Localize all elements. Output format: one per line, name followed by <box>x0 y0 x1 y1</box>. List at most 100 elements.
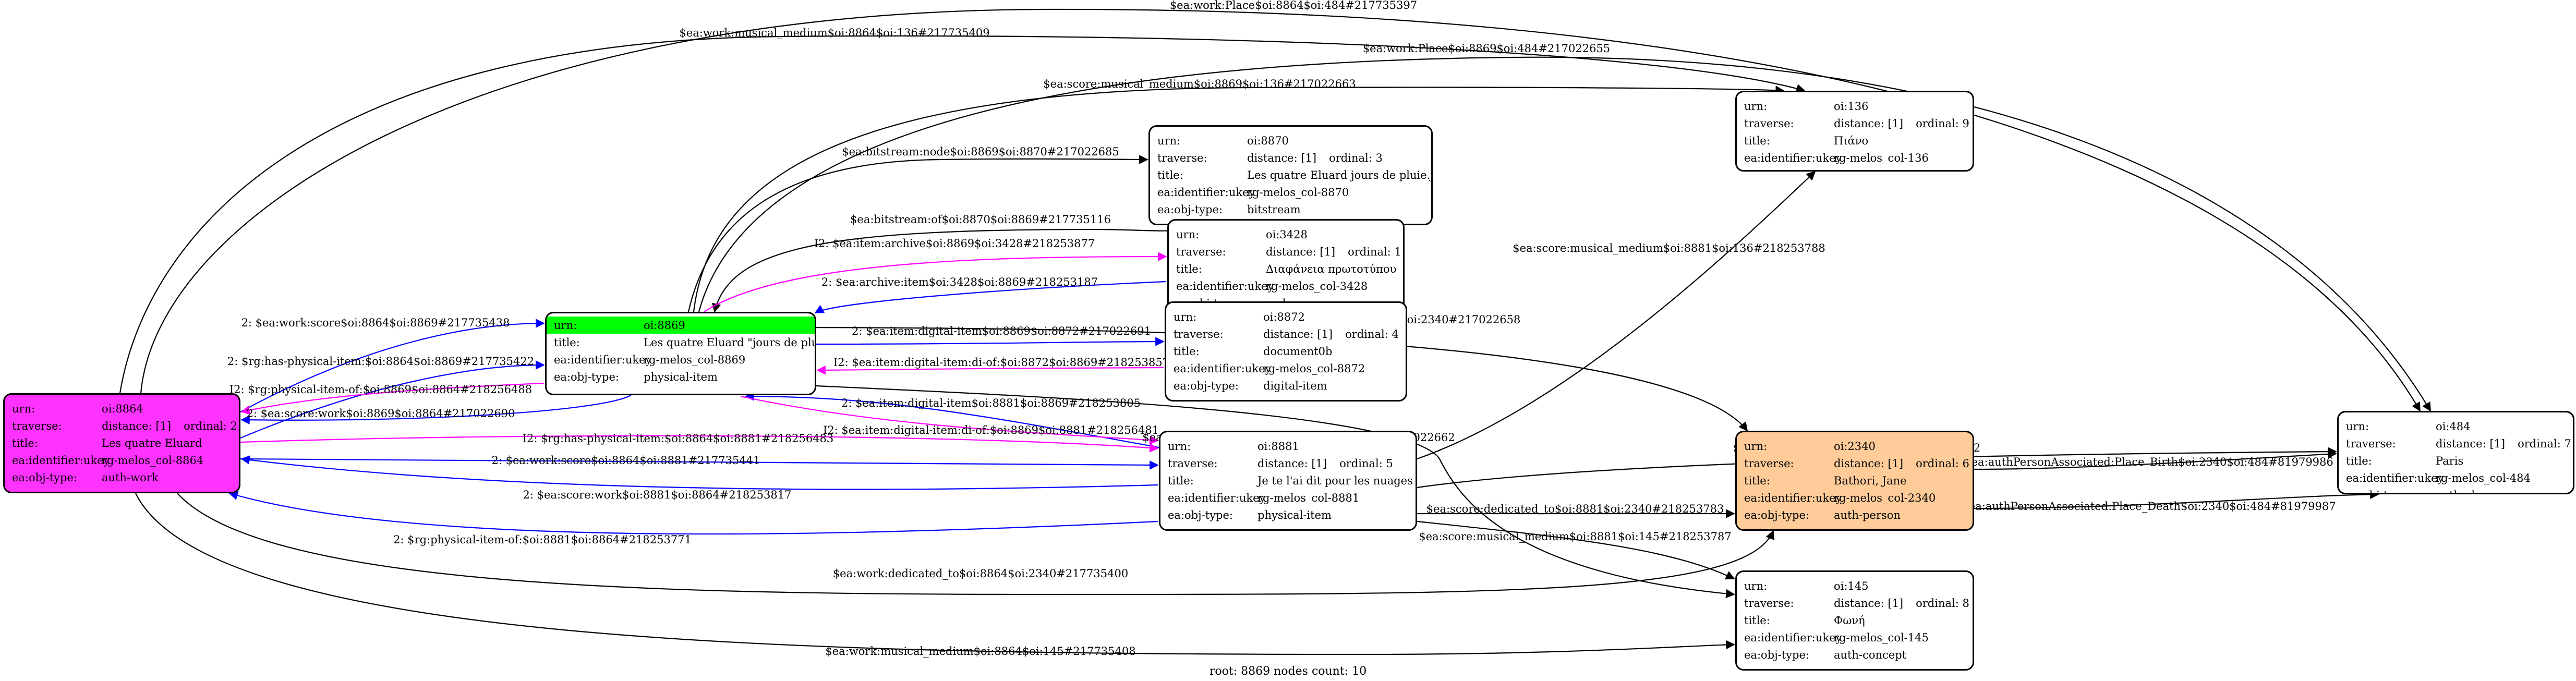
graph-node-8881[interactable]: urn: oi:8881 traverse:distance: [1]ordinal… <box>1159 431 1417 531</box>
node-ordinal: ordinal: 8 <box>1916 597 1969 610</box>
edge-label: I2: $ea:item:digital-item:di-of:$oi:8869… <box>823 424 1159 436</box>
edge-label: $ea:work:dedicated_to$oi:8864$oi:2340#21… <box>833 567 1128 580</box>
edge-label: I2: $ea:item:digital-item:di-of:$oi:8872… <box>833 356 1169 369</box>
node-field-row: traverse:distance: [1]ordinal: 6 <box>1744 455 1969 472</box>
node-field-key: title: <box>1744 134 1770 147</box>
edge-label: $ea:bitstream:node$oi:8869$oi:8870#21702… <box>842 145 1119 158</box>
node-field-value-text: oi:8864 <box>102 402 143 415</box>
node-field-value-text: auth-concept <box>1834 648 1907 661</box>
node-field-value-text: document0b <box>1263 345 1333 358</box>
node-field-row: title:Διαφάνεια πρωτοτύπου <box>1176 260 1396 277</box>
node-field-value-text: oi:8881 <box>1257 440 1299 453</box>
graph-edge <box>816 385 1735 599</box>
node-field-value-text: oi:3428 <box>1266 228 1308 241</box>
graph-node-8864[interactable]: urn: oi:8864 traverse:distance: [1]ordinal… <box>3 393 240 493</box>
graph-edge <box>712 225 1195 313</box>
node-ordinal: ordinal: 5 <box>1339 457 1393 470</box>
edge-label: $ea:work:musical_medium$oi:8864$oi:136#2… <box>679 27 989 39</box>
node-field-value: distance: [1] ordinal: 3 <box>1247 152 1424 164</box>
graph-edge <box>698 56 2431 412</box>
graph-edge <box>135 493 1735 655</box>
node-field-row: traverse:distance: [1]ordinal: 5 <box>1168 455 1408 472</box>
node-field-value-text: distance: [1] <box>1247 151 1317 164</box>
node-field-value: distance: [1]ordinal: 5 <box>1257 457 1408 470</box>
node-field-key: urn: <box>1168 440 1191 453</box>
node-field-row: title:Φωνή <box>1744 612 1965 629</box>
graph-edge <box>240 435 1159 453</box>
node-field-value: oi:8872 <box>1263 311 1398 323</box>
node-field-value-text: rg-melos_col-484 <box>2436 471 2531 484</box>
node-field-key: urn: <box>12 402 35 415</box>
node-field-value: document0b <box>1263 345 1398 358</box>
node-field-value: Διαφάνεια πρωτοτύπου <box>1266 263 1396 275</box>
node-field-row: traverse:distance: [1]ordinal: 1 <box>1176 243 1401 260</box>
node-field-value: Πιάνο <box>1834 135 1965 147</box>
node-field-value-text: Paris <box>2436 454 2464 467</box>
node-field-value-text: rg-melos_col-8872 <box>1263 362 1365 375</box>
node-field-value-text: oi:484 <box>2436 420 2471 433</box>
node-field-value: oi:8881 <box>1257 440 1408 453</box>
node-field-key: ea:obj-type: <box>1168 508 1233 521</box>
node-field-value-text: distance: [1] <box>102 419 172 432</box>
edge-label: $ea:work:musical_medium$oi:8864$oi:145#2… <box>825 645 1135 658</box>
node-field-value-text: rg-melos_col-8881 <box>1257 491 1360 504</box>
node-field-value: rg-melos_col-136 <box>1834 152 1965 164</box>
edge-label: $ea:authPersonAssociated:Place_Death$oi:… <box>1962 500 2336 513</box>
node-field-value-text: oi:136 <box>1834 100 1869 113</box>
node-field-key: ea:identifier:ukey <box>1168 491 1266 504</box>
node-field-value: rg-melos_col-145 <box>1834 631 1965 644</box>
node-field-value: Φωνή <box>1834 614 1965 627</box>
node-field-key: ea:identifier:ukey <box>1744 631 1842 644</box>
node-field-row: title:Les quatre Eluard "jours de pluie" <box>554 334 815 351</box>
node-field-value: oi:8869 <box>644 319 815 332</box>
node-field-key: traverse: <box>1744 117 1794 130</box>
node-field-value-text: distance: [1] <box>1834 597 1904 610</box>
edge-label: $ea:score:dedicated_to$oi:8881$oi:2340#2… <box>1426 503 1724 515</box>
node-field-key: traverse: <box>2346 437 2396 450</box>
node-field-value: Paris <box>2436 455 2566 467</box>
node-field-value-text: auth-person <box>1834 508 1901 521</box>
node-field-row: traverse:distance: [1]ordinal: 2 <box>12 417 237 434</box>
node-ordinal: ordinal: 4 <box>1345 327 1399 340</box>
node-field-row: urn: oi:8881 <box>1168 437 1408 455</box>
node-field-value-text: Πιάνο <box>1834 134 1869 147</box>
node-ordinal: ordinal: 3 <box>1329 151 1383 164</box>
graph-edge <box>240 455 1158 490</box>
node-field-row: ea:obj-type: physical-item <box>1168 506 1408 524</box>
node-field-value-text: rg-melos_col-145 <box>1834 631 1929 644</box>
graph-edge <box>240 382 545 415</box>
node-field-value: rg-melos_col-8872 <box>1263 362 1398 375</box>
node-field-value: rg-melos_col-8881 <box>1257 492 1408 504</box>
node-field-value: rg-melos_col-8869 <box>644 354 807 366</box>
node-field-value-text: physical-item <box>644 370 718 383</box>
node-field-key: urn: <box>1744 440 1768 453</box>
edge-label: 2: $ea:score:work$oi:8881$oi:8864#218253… <box>523 489 792 501</box>
node-field-value: Bathori, Jane <box>1834 475 1965 487</box>
graph-edge <box>1417 520 1735 580</box>
node-field-row: title:Je te l'ai dit pour les nuages <box>1168 472 1413 489</box>
edge-label: $ea:work:Place$oi:8869$oi:484#217022655 <box>1363 42 1610 55</box>
node-field-value-text: physical-item <box>1257 508 1332 521</box>
node-field-value: oi:8870 <box>1247 135 1424 147</box>
node-field-row: traverse:distance: [1]ordinal: 9 <box>1744 115 1969 132</box>
node-field-value: distance: [1]ordinal: 7 <box>2436 437 2571 450</box>
node-field-key: traverse: <box>1176 245 1226 258</box>
node-field-value: Les quatre Eluard "jours de pluie" <box>644 336 815 349</box>
node-field-value-text: oi:8869 <box>644 319 685 332</box>
node-field-row: ea:obj-type:auth-person <box>1744 506 1965 524</box>
node-field-row: ea:obj-type:bitstream <box>1157 201 1424 218</box>
node-field-key: ea:identifier:ukey <box>1157 186 1255 199</box>
graph-edge <box>1974 449 2337 470</box>
node-field-value: oi:136 <box>1834 100 1965 113</box>
